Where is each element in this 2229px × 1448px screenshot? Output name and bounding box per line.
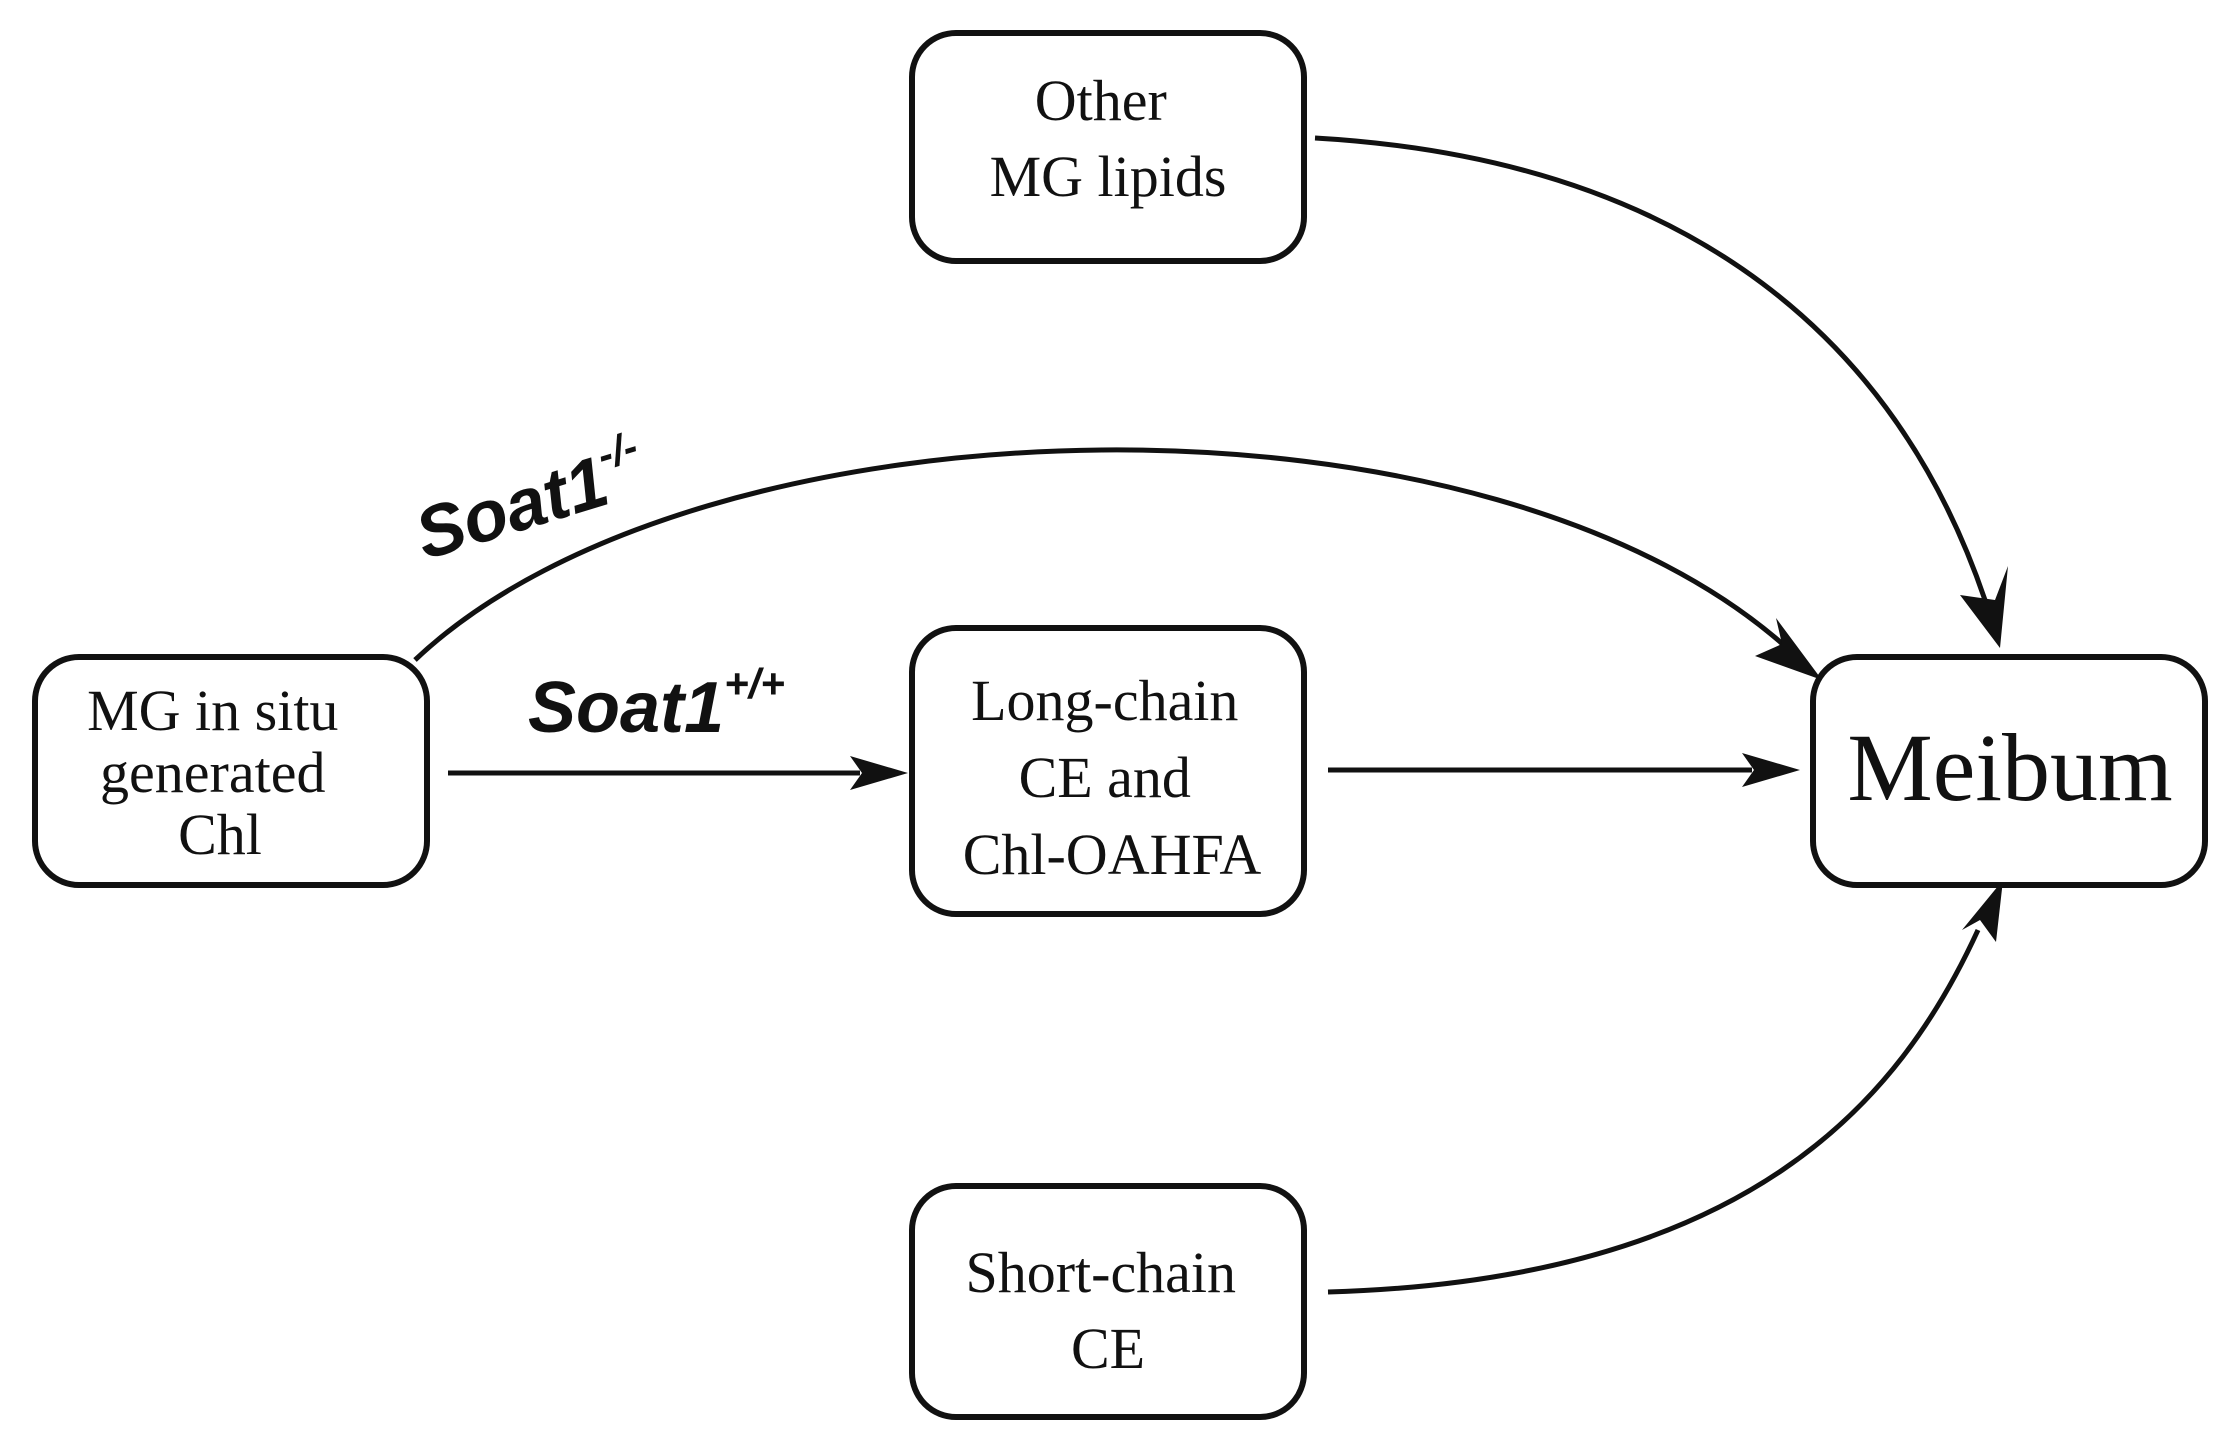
node-other-mg-lipids-line-1: Other — [1035, 68, 1167, 133]
edges — [413, 135, 2008, 1295]
svg-text:Short-chain CE: Short-chain CE — [965, 1240, 1250, 1381]
node-other-mg-lipids: Other MG lipids — [909, 30, 1307, 264]
node-short-chain-line-1: Short-chain — [965, 1240, 1236, 1305]
node-long-chain-line-1: Long-chain — [971, 668, 1238, 733]
node-mg-in-situ: MG in situ generated Chl — [32, 654, 430, 888]
svg-text:Meibum: Meibum — [1847, 714, 2172, 821]
edge-other-lipids-to-meibum — [1314, 135, 1988, 601]
node-long-chain-line-3: Chl-OAHFA — [963, 822, 1262, 887]
label-soat1-knockout: Soat1-/- — [404, 422, 655, 575]
node-mg-in-situ-line-1: MG in situ — [87, 678, 338, 743]
svg-text:Long-chain CE and: Long-chain CE and Chl-OAHFA — [963, 668, 1262, 887]
arrowhead-long-chain — [1742, 753, 1800, 787]
label-soat1-wildtype: Soat1+/+ — [528, 660, 785, 748]
label-soat1-knockout-text: Soat1 — [406, 441, 617, 575]
arrowhead-short-chain — [1962, 880, 2003, 942]
node-long-chain: Long-chain CE and Chl-OAHFA — [909, 625, 1307, 917]
label-soat1-wildtype-sup: +/+ — [724, 660, 785, 707]
node-meibum-label: Meibum — [1847, 714, 2172, 821]
node-mg-in-situ-line-2: generated — [100, 740, 325, 805]
edge-labels: Soat1-/- Soat1+/+ — [404, 422, 785, 748]
arrowhead-knockout — [1755, 618, 1822, 680]
arrowhead-other-lipids — [1960, 566, 2008, 648]
svg-text:Other MG lipids: Other MG lipids — [990, 68, 1227, 209]
node-short-chain-line-2: CE — [1071, 1316, 1145, 1381]
node-long-chain-line-2: CE and — [1019, 745, 1191, 810]
edge-knockout-to-meibum — [413, 447, 1802, 662]
edge-short-chain-to-meibum — [1327, 928, 1981, 1295]
label-soat1-wildtype-text: Soat1 — [528, 668, 724, 748]
svg-text:MG in situ generated: MG in situ generated Chl — [87, 678, 353, 867]
node-mg-in-situ-line-3: Chl — [178, 802, 262, 867]
node-short-chain: Short-chain CE — [909, 1183, 1307, 1420]
node-meibum: Meibum — [1810, 654, 2208, 888]
node-other-mg-lipids-line-2: MG lipids — [990, 144, 1227, 209]
arrowhead-wildtype — [850, 756, 908, 790]
